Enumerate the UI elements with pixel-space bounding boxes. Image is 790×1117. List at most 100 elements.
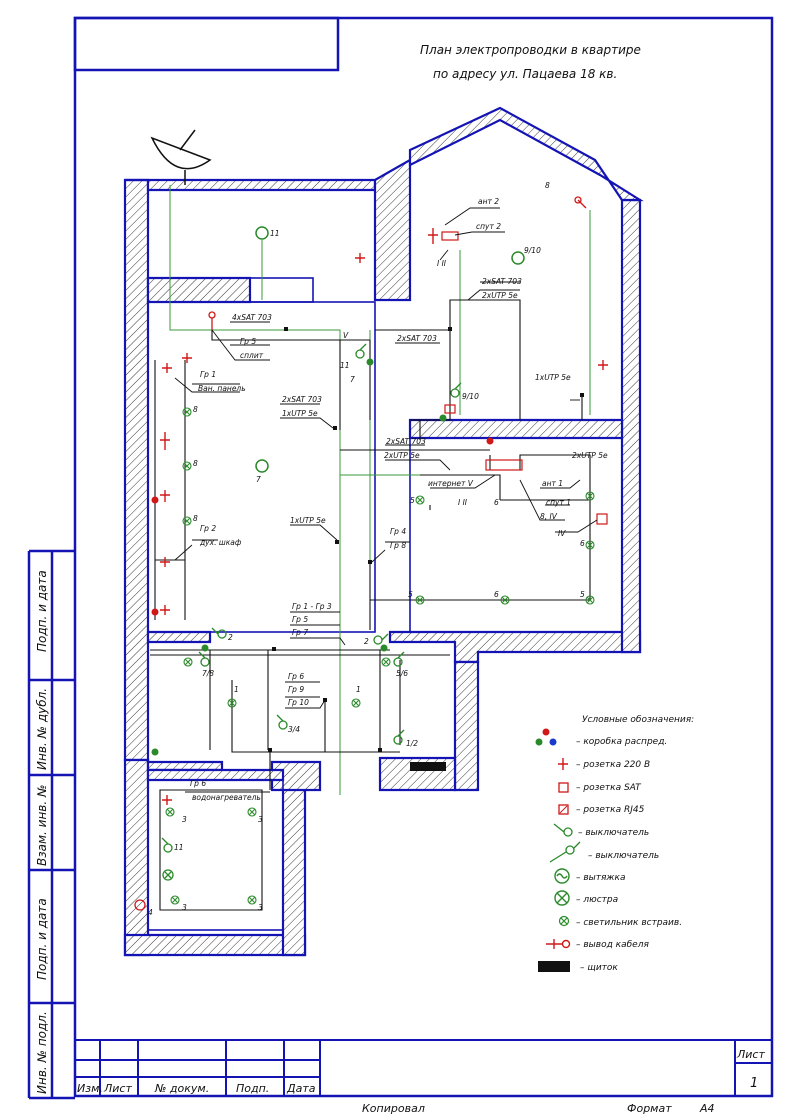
tb-sheet-number: 1 xyxy=(750,1076,758,1091)
label-2a: 2 xyxy=(228,633,233,642)
switch-double-icon xyxy=(549,841,581,863)
label-11b: 11 xyxy=(340,361,350,370)
panel-board xyxy=(410,762,446,771)
chandelier-icon xyxy=(255,459,269,473)
stamp-sign-date-1: Подп. и дата xyxy=(35,570,49,652)
socket-sat-icon xyxy=(558,782,569,793)
label-dukhshkaf: дух. шкаф xyxy=(199,538,242,547)
tb-header-date: Дата xyxy=(286,1082,316,1095)
label-5a: 5 xyxy=(410,496,415,505)
label-8c: 8 xyxy=(193,514,198,523)
label-3c: 3 xyxy=(182,903,187,912)
socket-220-icon xyxy=(558,758,568,770)
wall-hall-bottom xyxy=(146,760,224,772)
cable-outlet-icons xyxy=(134,196,587,911)
chandelier-icon xyxy=(554,890,570,906)
label-sput1: спут 1 xyxy=(546,498,571,507)
wall-right xyxy=(620,198,642,654)
legend: Условные обозначения: – коробка распред.… xyxy=(535,715,694,973)
label-vanpanel: Ван. панель xyxy=(198,384,246,393)
label-gr5: Гр 5 xyxy=(240,337,256,346)
legend-label-panel-board: – щиток xyxy=(580,963,618,973)
wall-left xyxy=(123,178,150,762)
label-8-iv: 8, IV xyxy=(540,512,558,521)
junction-box-icon xyxy=(151,496,159,504)
junction-box-icon xyxy=(201,644,209,652)
label-ant1: ант 1 xyxy=(542,479,563,488)
legend-label-recessed-light: – светильник встраив. xyxy=(576,918,682,928)
exhaust-icon xyxy=(554,868,570,884)
label-utp5e-c: 1xUTP 5e xyxy=(290,516,326,525)
label-sput2: спут 2 xyxy=(476,222,501,231)
label-11a: 11 xyxy=(270,229,280,238)
label-gr6: Гр 6 xyxy=(288,672,304,681)
legend-label-switch: – выключатель xyxy=(578,828,649,838)
label-1-2: 1/2 xyxy=(406,739,418,748)
chandelier-icon xyxy=(511,251,525,265)
label-6c: 6 xyxy=(494,590,499,599)
label-utp5ex2b: 2xUTP 5e xyxy=(384,451,420,460)
label-7a: 7 xyxy=(350,375,355,384)
wall-inner-h1 xyxy=(146,276,252,304)
label-utp5ex2c: 2xUTP 5e xyxy=(572,451,608,460)
junction-box-icon xyxy=(380,644,388,652)
cable-outlet-icon xyxy=(546,939,571,949)
legend-label-socket-220: – розетка 220 В xyxy=(576,760,650,770)
wall-left-lower xyxy=(123,758,150,957)
legend-symbols xyxy=(535,728,581,972)
label-ant2: ант 2 xyxy=(478,197,499,206)
label-i2b: I II xyxy=(458,498,468,507)
label-5b: 5 xyxy=(408,590,413,599)
label-utp5e-a: 1xUTP 5e xyxy=(535,373,571,382)
junction-box-icon xyxy=(151,748,159,756)
junction-box-icon xyxy=(151,608,159,616)
legend-label-cable-outlet: – вывод кабеля xyxy=(576,940,649,950)
tb-format-value: А4 xyxy=(699,1102,715,1115)
legend-label-switch-double: – выключатель xyxy=(588,851,659,861)
label-3a: 3 xyxy=(182,815,187,824)
label-3b: 3 xyxy=(258,815,263,824)
room-outlines xyxy=(147,277,623,931)
tb-header-sheet: Лист xyxy=(103,1082,132,1095)
stamp-replace-inv: Взам. инв. № xyxy=(35,785,49,866)
legend-label-socket-rj45: – розетка RJ45 xyxy=(576,805,645,815)
label-5c: 5 xyxy=(580,590,585,599)
wall-bay-top xyxy=(408,106,644,202)
side-stamp: Подп. и дата Инв. № дубл. Взам. инв. № П… xyxy=(35,570,49,1094)
label-sat703x2a: 2xSAT 703 xyxy=(482,277,522,286)
plan-labels: ант 2 спут 2 I II 8 11 9/10 2xSAT 703 2x… xyxy=(148,181,608,917)
label-gr7: Гр 7 xyxy=(292,628,308,637)
label-sat703x2d: 2xSAT 703 xyxy=(386,437,426,446)
junction-box-icon xyxy=(486,437,494,445)
panel-board-icon xyxy=(538,961,570,972)
wires-black xyxy=(150,299,591,911)
satellite-dish-icon xyxy=(150,129,212,185)
title-block-text: Изм. Лист № докум. Подп. Дата Лист 1 Коп… xyxy=(77,1048,765,1115)
recessed-light-icons xyxy=(165,407,595,905)
label-2b: 2 xyxy=(364,637,369,646)
tb-copied: Копировал xyxy=(362,1102,425,1115)
label-11c: 11 xyxy=(174,843,184,852)
label-utp5ex2a: 2xUTP 5e xyxy=(482,291,518,300)
stamp-dup-inv: Инв. № дубл. xyxy=(35,688,49,770)
tb-header-sign: Подп. xyxy=(236,1082,269,1095)
junction-box-icon xyxy=(439,414,447,422)
label-sat703x2b: 2xSAT 703 xyxy=(397,334,437,343)
sheet-frame xyxy=(27,16,774,1100)
junction-box-icon xyxy=(535,728,557,746)
label-split: сплит xyxy=(240,351,264,360)
switch-icons xyxy=(161,343,462,881)
label-8a: 8 xyxy=(193,405,198,414)
label-sat703x2c: 2xSAT 703 xyxy=(282,395,322,404)
label-6a: 6 xyxy=(494,498,499,507)
junction-box-icon xyxy=(366,358,374,366)
label-5-6: 5/6 xyxy=(396,669,408,678)
label-vodonagr: водонагреватель xyxy=(192,793,261,802)
legend-label-junction-box: – коробка распред. xyxy=(576,737,667,747)
label-6b: 6 xyxy=(580,539,585,548)
label-9-10: 9/10 xyxy=(524,246,541,255)
drawing-title-line1: План электропроводки в квартире xyxy=(420,43,641,57)
label-1a: 1 xyxy=(234,685,239,694)
label-8b: 8 xyxy=(193,459,198,468)
